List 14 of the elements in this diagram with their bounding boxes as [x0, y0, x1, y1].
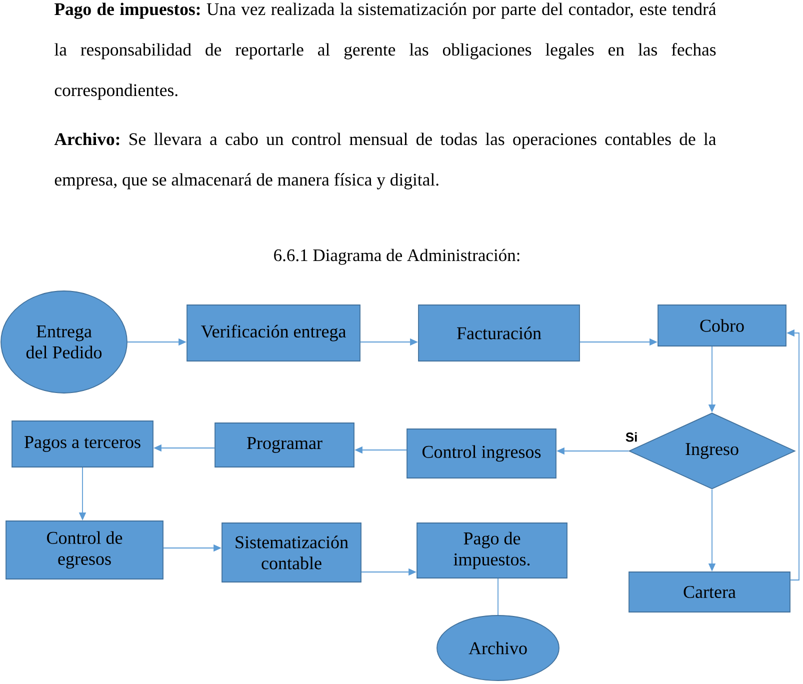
process-box: Pago de impuestos.: [416, 522, 568, 578]
body-paragraph: Archivo: Se llevara a cabo un control mensual de todas las operaciones contables de la empresa, que se almacenará de manera física y digital.: [54, 132, 716, 190]
process-box: Programar: [214, 422, 354, 468]
process-box: Cartera: [628, 572, 790, 612]
process-box: Cobro: [658, 304, 786, 346]
process-box: Sistematización contable: [222, 522, 362, 582]
edge-label: Si: [626, 432, 637, 442]
process-box: Control ingresos: [406, 428, 556, 478]
section-heading: 6.6.1 Diagrama de Administración:: [274, 248, 520, 265]
process-box: Pagos a terceros: [12, 420, 154, 468]
process-box: Facturación: [418, 304, 580, 362]
process-box: Verificación entrega: [186, 304, 360, 362]
body-paragraph: Pago de impuestos: Una vez realizada la sistematización por parte del contador, este tendrá la responsabilidad de reportarle al gerente las obligaciones legales en las fechas correspondientes.: [54, 2, 716, 100]
process-box: Control de egresos: [6, 520, 164, 580]
